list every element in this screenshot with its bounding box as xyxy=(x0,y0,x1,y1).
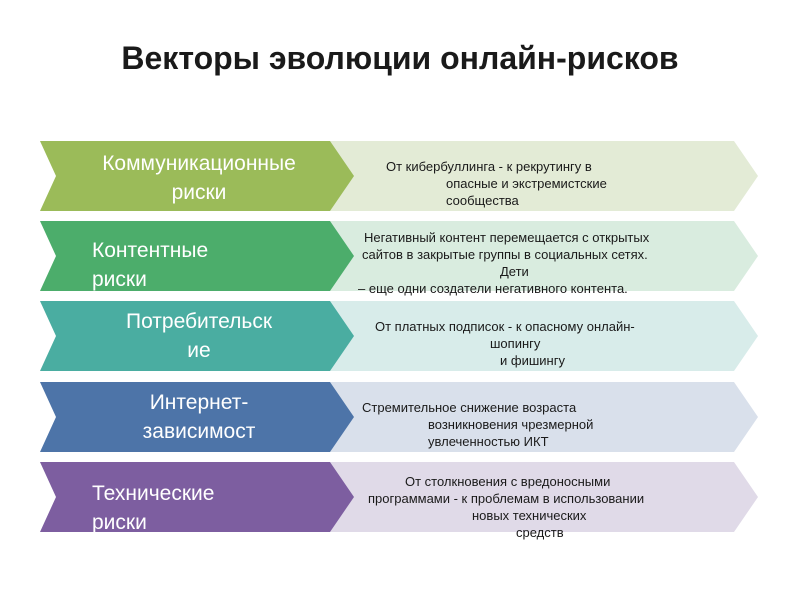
risk-category-line: Коммуникационные xyxy=(102,152,296,175)
risk-description-line: сообщества xyxy=(446,193,519,208)
risk-description-line: От кибербуллинга - к рекрутингу в xyxy=(386,159,592,174)
risk-description-line: – еще одни создатели негативного контент… xyxy=(358,281,628,296)
risk-description-line: средств xyxy=(516,525,564,540)
risk-category-line: Потребительск xyxy=(125,310,273,333)
risk-category-line: Интернет- xyxy=(149,391,249,414)
risk-category-label: Технические риски xyxy=(92,479,322,532)
risk-category-line: ие xyxy=(187,339,211,362)
left-chevron-5 xyxy=(40,462,354,532)
left-chevron-4 xyxy=(40,382,354,452)
risk-description: Стремительное снижение возраста возникнов… xyxy=(340,399,740,450)
risk-description-line: Дети xyxy=(500,264,529,279)
risk-description-line: сайтов в закрытые группы в социальных се… xyxy=(362,247,648,262)
risk-description: Негативный контент перемещается с открыт… xyxy=(340,229,740,297)
risk-description: От кибербуллинга - к рекрутингу в опасные… xyxy=(340,158,740,209)
risk-description: От столкновения с вредоносными программам… xyxy=(340,473,740,541)
risk-category-label: Коммуникационные риски xyxy=(44,149,354,211)
right-chevron-2 xyxy=(318,221,758,291)
left-chevron-3 xyxy=(40,301,354,371)
page-title: Векторы эволюции онлайн-рисков xyxy=(121,40,679,76)
risk-description-line: Негативный контент перемещается с открыт… xyxy=(364,230,650,245)
risk-category-line: риски xyxy=(92,511,147,532)
left-chevron-1 xyxy=(40,141,354,211)
right-chevron-1 xyxy=(318,141,758,211)
risk-description-line: шопингу xyxy=(490,336,541,351)
risk-category-label: Потребительск ие xyxy=(44,307,354,371)
risk-category-line: Контентные xyxy=(92,239,209,262)
risk-category-label: Контентные риски xyxy=(92,236,322,291)
risk-description-line: программами - к проблемам в использовани… xyxy=(368,491,645,506)
risk-description-line: новых технических xyxy=(472,508,587,523)
risk-description-line: и фишингу xyxy=(500,353,565,368)
risk-description-line: Стремительное снижение возраста xyxy=(362,400,577,415)
right-chevron-5 xyxy=(318,462,758,532)
risk-description-line: опасные и экстремистские xyxy=(446,176,607,191)
left-chevron-2 xyxy=(40,221,354,291)
risk-category-line: риски xyxy=(171,181,227,204)
risk-category-line: зависимост xyxy=(142,420,256,443)
risk-description-line: От платных подписок - к опасному онлайн- xyxy=(375,319,635,334)
risk-category-line: Технические xyxy=(92,482,215,505)
risk-description-line: возникновения чрезмерной xyxy=(428,417,594,432)
right-chevron-3 xyxy=(318,301,758,371)
risk-category-line: риски xyxy=(92,268,147,291)
right-chevron-4 xyxy=(318,382,758,452)
risk-category-label: Интернет-зависимост xyxy=(44,388,354,452)
risk-description-line: От столкновения с вредоносными xyxy=(405,474,611,489)
risk-description-line: увлеченностью ИКТ xyxy=(428,434,549,449)
risk-description: От платных подписок - к опасному онлайн-… xyxy=(340,318,740,369)
